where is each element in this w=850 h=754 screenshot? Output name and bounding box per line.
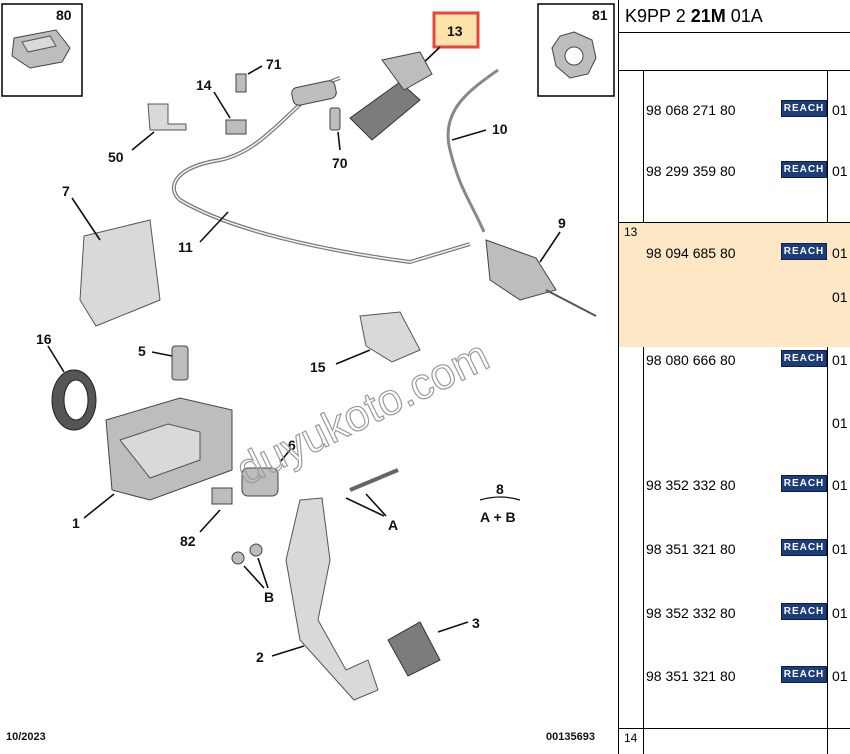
part-3-pedal-pad[interactable]: 3	[387, 615, 480, 677]
callout-11: 11	[178, 239, 193, 255]
quantity: 01	[832, 163, 848, 179]
part-row-next[interactable]: 14	[619, 729, 850, 754]
part-9-slave-cylinder[interactable]: 9	[485, 215, 597, 317]
part-bolts-a[interactable]: A	[345, 468, 399, 533]
diagram-ref-number: 00135693	[546, 731, 595, 743]
callout-6: 6	[288, 437, 296, 453]
reach-badge: REACH	[781, 243, 827, 260]
exploded-parts-diagram: 80 81 13 70 71 14	[1, 3, 615, 743]
quantity: 01	[832, 668, 848, 684]
column-divider	[827, 70, 828, 754]
part-15-bracket[interactable]: 15	[310, 311, 421, 375]
diagram-date: 10/2023	[6, 731, 46, 743]
callout-8-group: 8 A + B	[479, 481, 521, 525]
panel-title-suffix: 01A	[725, 6, 763, 26]
callout-1: 1	[72, 515, 80, 531]
callout-9: 9	[558, 215, 566, 231]
part-number[interactable]: 98 299 359 80	[646, 163, 736, 179]
reach-badge: REACH	[781, 161, 827, 178]
part-5-switch[interactable]: 5	[138, 343, 189, 381]
part-7-cover[interactable]: 7	[62, 183, 161, 327]
part-2-pedal-arm[interactable]: 2	[256, 497, 379, 701]
callout-13: 13	[447, 23, 463, 39]
part-50-bracket[interactable]: 50	[108, 103, 187, 165]
part-nuts-b[interactable]: B	[231, 543, 274, 605]
part-number[interactable]: 98 094 685 80	[646, 245, 736, 261]
reach-badge: REACH	[781, 350, 827, 367]
quantity: 01	[832, 477, 848, 493]
callout-50: 50	[108, 149, 124, 165]
row-separator	[619, 222, 850, 223]
callout-80: 80	[56, 7, 72, 23]
part-6-sensor[interactable]: 6	[241, 437, 296, 497]
quantity: 01	[832, 352, 848, 368]
inset-box-80[interactable]: 80	[1, 3, 83, 97]
callout-a: A	[388, 517, 398, 533]
part-82-clip[interactable]: 82	[180, 487, 233, 549]
inset-box-81[interactable]: 81	[537, 3, 615, 97]
part-number[interactable]: 98 351 321 80	[646, 541, 736, 557]
part-14-clip[interactable]: 14	[196, 77, 247, 135]
part-number[interactable]: 98 080 666 80	[646, 352, 736, 368]
quantity: 01	[832, 415, 848, 431]
column-divider	[643, 70, 644, 754]
panel-title-prefix: K9PP 2	[625, 6, 691, 26]
callout-16: 16	[36, 331, 52, 347]
part-16-seal[interactable]: 16	[36, 331, 97, 431]
reach-badge: REACH	[781, 475, 827, 492]
callout-14: 14	[196, 77, 212, 93]
part-70-bolt[interactable]: 70	[329, 107, 348, 171]
quantity: 01	[832, 541, 848, 557]
reach-badge: REACH	[781, 539, 827, 556]
part-number[interactable]: 98 352 332 80	[646, 477, 736, 493]
callout-7: 7	[62, 183, 70, 199]
part-row[interactable]: 98 068 271 80 REACH 01 98 299 359 80 REA…	[619, 70, 850, 222]
quantity: 01	[832, 102, 848, 118]
part-number[interactable]: 98 068 271 80	[646, 102, 736, 118]
panel-subheader	[619, 33, 850, 71]
part-10-cable[interactable]: 10	[446, 68, 508, 233]
callout-70: 70	[332, 155, 348, 171]
callout-81: 81	[592, 7, 608, 23]
row-index: 13	[624, 225, 638, 239]
callout-3: 3	[472, 615, 480, 631]
watermark-text: duyukoto.com	[229, 331, 497, 495]
callout-8: 8	[496, 481, 504, 497]
callout-82: 82	[180, 533, 196, 549]
quantity: 01	[832, 289, 848, 305]
panel-title-bold: 21M	[690, 6, 726, 26]
callout-2: 2	[256, 649, 264, 665]
callout-71: 71	[266, 56, 282, 72]
reach-badge: REACH	[781, 666, 827, 683]
callout-15: 15	[310, 359, 326, 375]
part-number[interactable]: 98 352 332 80	[646, 605, 736, 621]
part-row-highlighted[interactable]: 13 98 094 685 80 REACH 01 01	[619, 223, 850, 347]
callout-8-sub: A + B	[480, 509, 516, 525]
quantity: 01	[832, 245, 848, 261]
callout-5: 5	[138, 343, 146, 359]
row-separator	[619, 728, 850, 729]
part-71-sensor[interactable]: 71	[235, 56, 282, 93]
part-1-pedal-box[interactable]: 1	[72, 397, 233, 531]
parts-list-panel: K9PP 2 21M 01A 98 068 271 80 REACH 01 98…	[618, 0, 850, 754]
panel-title: K9PP 2 21M 01A	[619, 0, 850, 33]
callout-13-highlighted[interactable]: 13	[417, 11, 480, 69]
part-master-cylinder[interactable]	[291, 51, 433, 141]
callout-10: 10	[492, 121, 508, 137]
row-index: 14	[624, 731, 638, 745]
part-number[interactable]: 98 351 321 80	[646, 668, 736, 684]
reach-badge: REACH	[781, 603, 827, 620]
quantity: 01	[832, 605, 848, 621]
callout-b: B	[264, 589, 274, 605]
part-rows-block: 98 080 666 80 REACH 01 01 98 352 332 80 …	[619, 347, 850, 720]
reach-badge: REACH	[781, 100, 827, 117]
